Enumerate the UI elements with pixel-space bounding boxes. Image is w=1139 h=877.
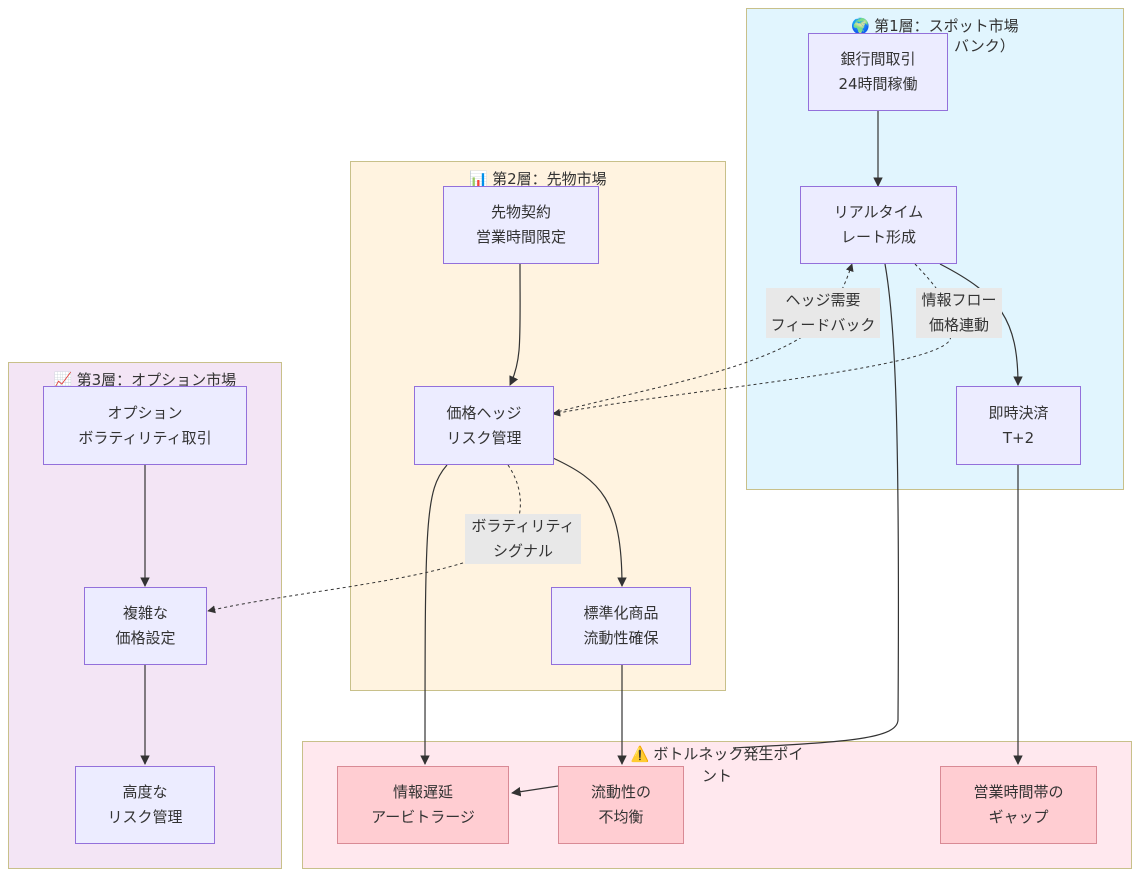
edge-liquidity-to-info-delay bbox=[511, 785, 559, 797]
cluster-options-title-text: 第3層：オプション市場 bbox=[76, 371, 237, 389]
node-realtime-line2: レート形成 bbox=[840, 228, 916, 246]
edge-hedge-feedback-dotted bbox=[552, 263, 854, 414]
globe-icon: 🌍 bbox=[851, 17, 871, 35]
cluster-spot-subtitle-fragment: バンク） bbox=[954, 37, 1015, 55]
warning-icon: ⚠️ bbox=[630, 745, 650, 763]
edge-label-info-flow: 情報フロー 価格連動 bbox=[916, 288, 1002, 338]
node-instant-settlement[interactable]: 即時決済 T+2 bbox=[956, 386, 1081, 465]
node-advanced-line2: リスク管理 bbox=[107, 808, 183, 826]
edge-label-info-flow-line1: 情報フロー bbox=[921, 291, 997, 309]
edge-label-volatility-signal-line2: シグナル bbox=[492, 542, 553, 560]
node-standardized-line2: 流動性確保 bbox=[583, 629, 659, 647]
bar-chart-icon: 📊 bbox=[469, 170, 489, 188]
node-liquidity-line1: 流動性の bbox=[590, 783, 651, 801]
edge-hedge-to-standardized bbox=[552, 457, 627, 587]
cluster-bottleneck-title-line1: ボトルネック発生ポイ bbox=[653, 745, 804, 763]
cluster-spot-title: 🌍第1層：スポット市場 bbox=[747, 15, 1123, 36]
node-interbank-line1: 銀行間取引 bbox=[840, 50, 916, 68]
node-settlement-line2: T+2 bbox=[1002, 428, 1035, 447]
node-complex-line2: 価格設定 bbox=[115, 629, 176, 647]
node-interbank-line2: 24時間稼働 bbox=[838, 75, 918, 93]
cluster-options-title: 📈第3層：オプション市場 bbox=[9, 369, 281, 390]
node-info-delay-line1: 情報遅延 bbox=[392, 783, 453, 801]
node-info-delay-line2: アービトラージ bbox=[371, 808, 475, 826]
node-info-delay[interactable]: 情報遅延アービトラージ bbox=[337, 766, 509, 844]
node-standardized-line1: 標準化商品 bbox=[583, 604, 659, 622]
node-hours-gap-line1: 営業時間帯の bbox=[973, 783, 1064, 801]
node-hedge-line1: 価格ヘッジ bbox=[446, 403, 522, 422]
edge-futures-to-hedge bbox=[509, 263, 521, 386]
node-liquidity-line2: 不均衡 bbox=[598, 808, 644, 826]
edge-label-volatility-signal-line1: ボラティリティ bbox=[471, 517, 575, 535]
cluster-futures-title-text: 第2層：先物市場 bbox=[492, 170, 607, 188]
edge-label-hedge-feedback: ヘッジ需要 フィードバック bbox=[766, 288, 880, 338]
node-option-line1: オプション bbox=[107, 403, 183, 422]
edge-label-hedge-feedback-line2: フィードバック bbox=[770, 316, 876, 334]
node-option-trading[interactable]: オプションボラティリティ取引 bbox=[43, 386, 247, 465]
node-complex-pricing[interactable]: 複雑な価格設定 bbox=[84, 587, 207, 665]
edge-label-hedge-feedback-line1: ヘッジ需要 bbox=[785, 291, 861, 309]
node-standardized-product[interactable]: 標準化商品流動性確保 bbox=[551, 587, 691, 665]
cluster-bottleneck-title: ⚠️ボトルネック発生ポイ ント bbox=[303, 743, 1131, 787]
node-advanced-risk[interactable]: 高度なリスク管理 bbox=[75, 766, 215, 844]
edge-hedge-to-info-delay bbox=[420, 464, 448, 765]
node-hedge-line2: リスク管理 bbox=[446, 428, 522, 447]
node-realtime-line1: リアルタイム bbox=[833, 203, 924, 221]
node-price-hedge[interactable]: 価格ヘッジリスク管理 bbox=[414, 386, 554, 465]
node-hours-gap[interactable]: 営業時間帯のギャップ bbox=[940, 766, 1097, 844]
edge-label-volatility-signal: ボラティリティ シグナル bbox=[465, 514, 581, 564]
cluster-futures-title: 📊第2層：先物市場 bbox=[351, 168, 725, 189]
trend-chart-icon: 📈 bbox=[53, 371, 73, 389]
node-hours-gap-line2: ギャップ bbox=[988, 808, 1049, 826]
edge-label-info-flow-line2: 価格連動 bbox=[928, 316, 989, 334]
node-realtime-rate[interactable]: リアルタイムレート形成 bbox=[800, 186, 957, 264]
node-interbank-trading[interactable]: 銀行間取引 24時間稼働 bbox=[808, 33, 948, 111]
cluster-bottleneck-title-line2: ント bbox=[701, 767, 732, 785]
node-futures-contract[interactable]: 先物契約営業時間限定 bbox=[443, 186, 599, 264]
node-futures-line2: 営業時間限定 bbox=[475, 228, 566, 246]
node-futures-line1: 先物契約 bbox=[490, 203, 551, 221]
node-settlement-line1: 即時決済 bbox=[988, 403, 1049, 422]
node-complex-line1: 複雑な bbox=[122, 604, 168, 622]
edge-volatility-signal-dotted bbox=[207, 464, 521, 614]
node-liquidity-imbalance[interactable]: 流動性の不均衡 bbox=[558, 766, 684, 844]
node-option-line2: ボラティリティ取引 bbox=[78, 428, 212, 447]
node-advanced-line1: 高度な bbox=[122, 783, 168, 801]
edge-info-flow-dotted bbox=[552, 263, 953, 417]
edge-realtime-to-liquidity bbox=[732, 263, 900, 749]
cluster-spot-title-text: 第1層：スポット市場 bbox=[874, 17, 1019, 35]
